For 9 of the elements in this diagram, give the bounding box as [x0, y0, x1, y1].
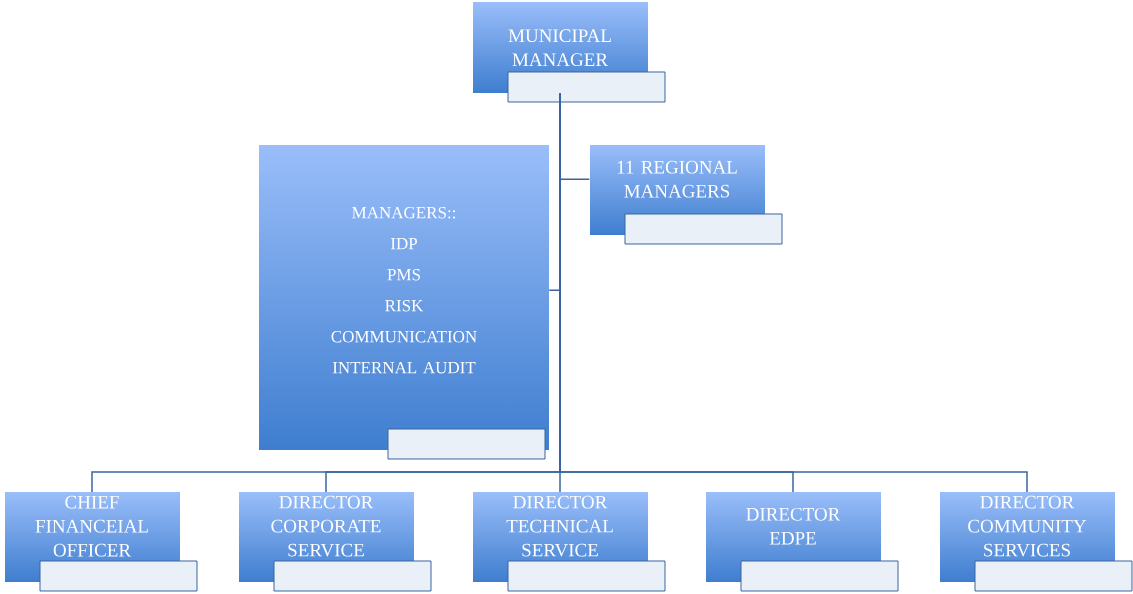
- org-box: 11 REGIONAL MANAGERS: [590, 145, 783, 245]
- org-box: CHIEF FINANCEIAL OFFICER: [5, 492, 198, 592]
- org-box: DIRECTOR COMMUNITY SERVICES: [940, 492, 1133, 592]
- org-box: DIRECTOR TECHNICAL SERVICE: [473, 492, 666, 592]
- org-box: MUNICIPAL MANAGER: [473, 2, 666, 103]
- org-box: DIRECTOR EDPE: [706, 492, 899, 592]
- org-box: MANAGERS:: IDP PMS RISK COMMUNICATION INTERNAL AUDIT: [259, 145, 549, 460]
- connector-line: [559, 92, 1028, 493]
- org-box: DIRECTOR CORPORATE SERVICE: [239, 492, 432, 592]
